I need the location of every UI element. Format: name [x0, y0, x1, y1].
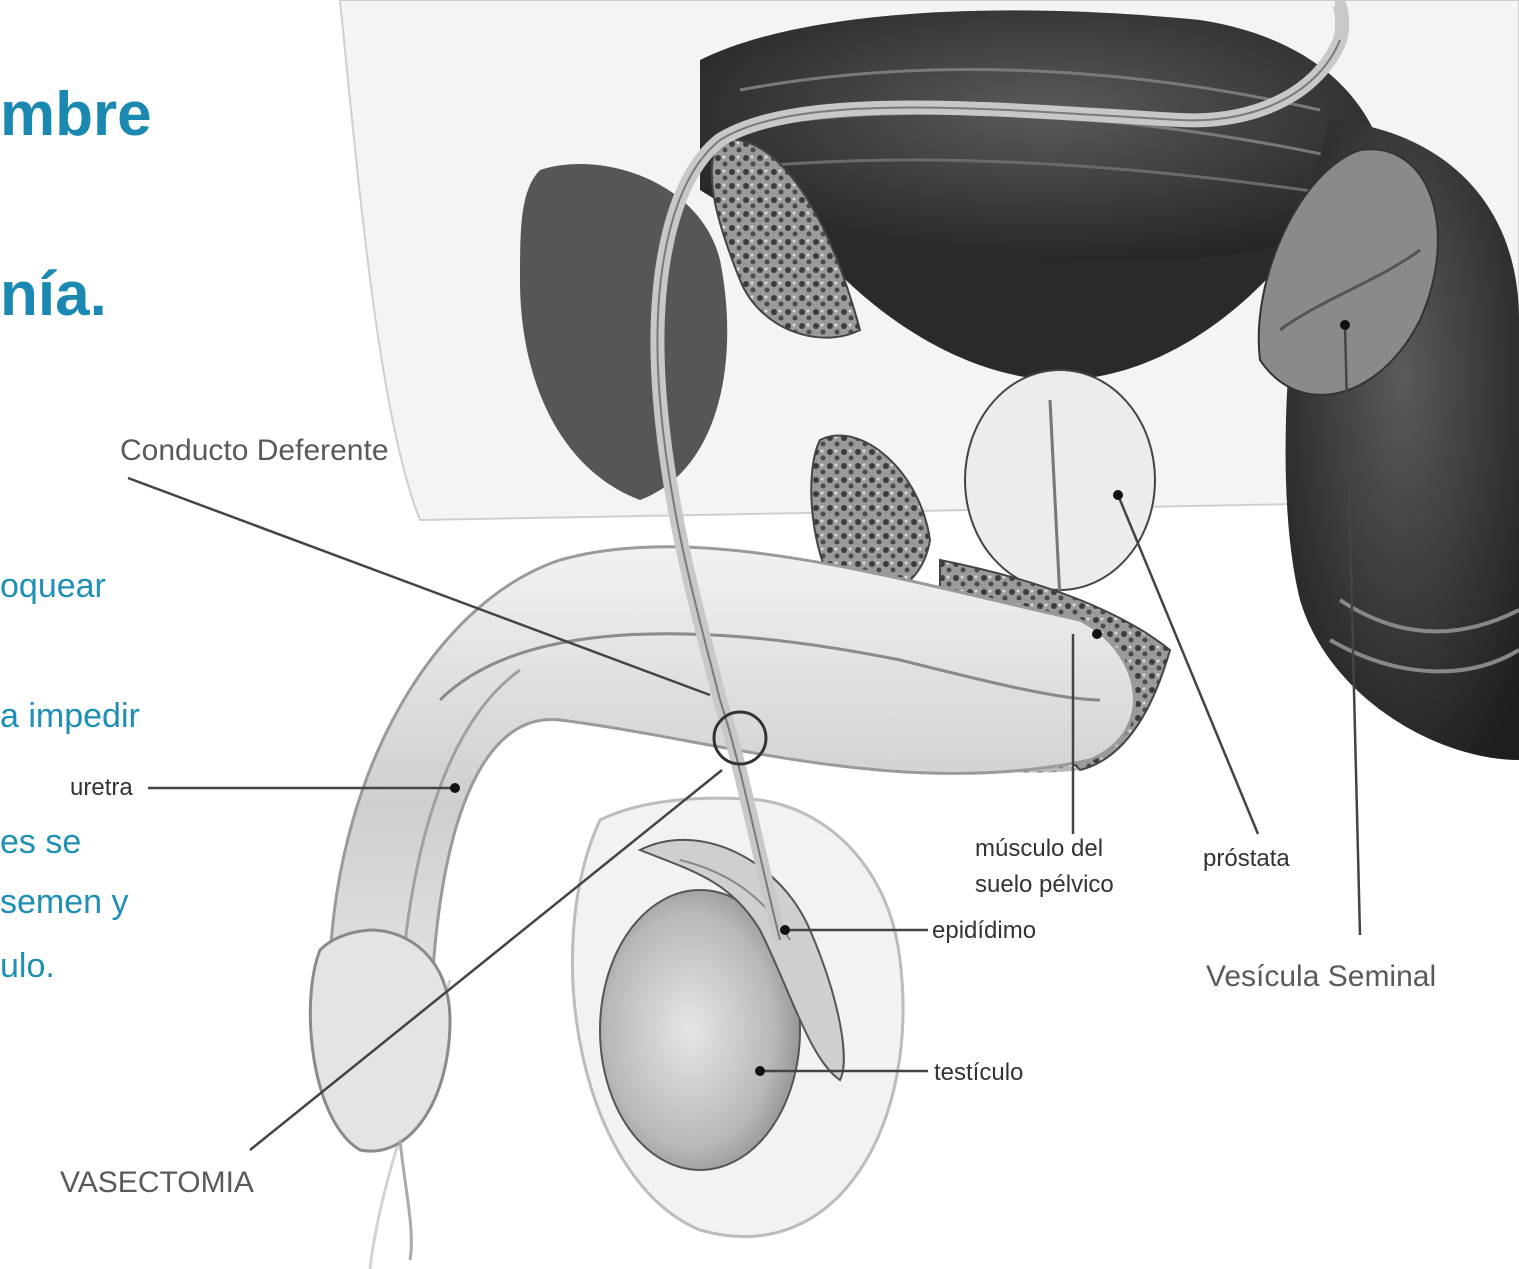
slide-body-fragment-3: es se	[0, 822, 81, 862]
slide-body-fragment-1: oquear	[0, 566, 106, 606]
slide-body-fragment-5: ulo.	[0, 946, 55, 986]
scrotum	[572, 798, 903, 1236]
label-musculo-line1: músculo del	[975, 835, 1103, 862]
label-prostata: próstata	[1203, 845, 1290, 872]
label-vasectomia: VASECTOMIA	[60, 1166, 254, 1199]
label-vesicula-seminal: Vesícula Seminal	[1206, 960, 1436, 993]
slide-title-fragment-1: mbre	[0, 80, 152, 150]
label-uretra: uretra	[70, 774, 133, 801]
slide-body-fragment-4: semen y	[0, 882, 129, 922]
slide-body-fragment-2: a impedir	[0, 696, 140, 736]
label-epididimo: epidídimo	[932, 917, 1036, 944]
label-testiculo: testículo	[934, 1059, 1023, 1086]
label-musculo-line2: suelo pélvico	[975, 871, 1114, 898]
slide-title-fragment-2: nía.	[0, 260, 107, 330]
label-conducto-deferente: Conducto Deferente	[120, 434, 389, 467]
